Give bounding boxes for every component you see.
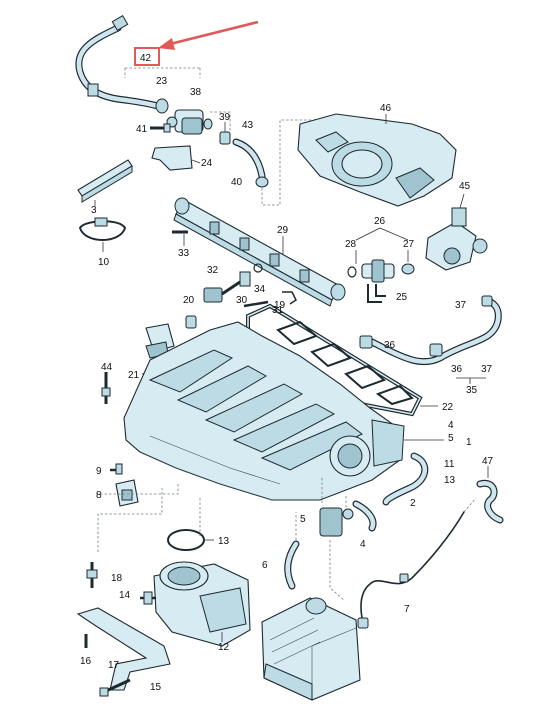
callout-45: 45 [459, 181, 471, 192]
callout-10: 10 [98, 257, 110, 268]
callout-42: 42 [140, 53, 152, 64]
bolt-19 [243, 300, 269, 308]
callout-18: 18 [111, 573, 123, 584]
bolt-9 [110, 463, 123, 475]
injector-26 [347, 227, 415, 283]
callout-22: 22 [442, 402, 454, 413]
callout-38: 38 [190, 87, 202, 98]
fuel-rail-29 [173, 197, 346, 307]
bolt-33 [172, 230, 188, 246]
callout-46: 46 [380, 103, 392, 114]
callout-4b: 4 [360, 539, 366, 550]
stud-18 [86, 562, 98, 588]
callout-16: 16 [80, 656, 92, 667]
callout-6: 6 [262, 560, 268, 571]
bolt-17 [99, 678, 131, 697]
callout-47: 47 [482, 456, 494, 467]
callout-4a: 4 [448, 420, 454, 431]
bolt-44 [101, 372, 111, 404]
callout-37a: 37 [455, 300, 467, 311]
intake-manifold [123, 321, 444, 501]
callout-26: 26 [374, 216, 386, 227]
callout-23: 23 [156, 76, 168, 87]
callout-35: 35 [466, 385, 478, 396]
highlight-box-42 [134, 47, 160, 66]
bracket-15 [76, 607, 171, 691]
callout-13b: 13 [218, 536, 230, 547]
hose-2 [382, 452, 429, 506]
callout-labels: 42 23 38 41 39 43 24 40 46 45 3 26 29 28… [80, 53, 494, 693]
callout-27: 27 [403, 239, 415, 250]
callout-44: 44 [101, 362, 113, 373]
callout-5b: 5 [300, 514, 306, 525]
clip-39 [219, 122, 231, 145]
callout-36a: 36 [384, 340, 396, 351]
hose-35 [359, 295, 502, 384]
callout-2: 2 [410, 498, 416, 509]
callout-1: 1 [466, 437, 472, 448]
callout-43: 43 [242, 120, 254, 131]
sensor-32 [203, 280, 241, 303]
hose-4 [352, 500, 377, 532]
seal-13 [167, 529, 205, 551]
callout-5a: 5 [448, 433, 454, 444]
callout-34: 34 [254, 284, 266, 295]
callout-31: 31 [272, 305, 284, 316]
hose-6 [284, 540, 300, 590]
callout-37b: 37 [481, 364, 493, 375]
callout-41: 41 [136, 124, 148, 135]
cover-46 [297, 113, 457, 207]
callout-17: 17 [108, 660, 120, 671]
sensor-20 [185, 315, 197, 329]
hose-43 [232, 138, 269, 188]
pump-45 [425, 193, 488, 271]
bolt-41 [150, 123, 171, 133]
callout-13a: 13 [444, 475, 456, 486]
callout-25: 25 [396, 292, 408, 303]
callout-29: 29 [277, 225, 289, 236]
callout-12: 12 [218, 642, 230, 653]
callout-11: 11 [444, 459, 455, 470]
callout-36b: 36 [451, 364, 463, 375]
callout-28: 28 [345, 239, 357, 250]
callout-8: 8 [96, 490, 102, 501]
valve-38 [166, 109, 213, 135]
clamp-10 [78, 217, 127, 252]
callout-7: 7 [404, 604, 410, 615]
callout-24: 24 [201, 158, 213, 169]
hose-47 [476, 466, 504, 524]
ring-34 [253, 263, 263, 273]
bolt-14 [140, 591, 156, 605]
callout-40: 40 [231, 177, 243, 188]
callout-39: 39 [219, 112, 231, 123]
throttle-body-12 [153, 561, 251, 647]
callout-19: 19 [274, 300, 286, 311]
sensor-30 [239, 271, 251, 287]
callout-9: 9 [96, 466, 102, 477]
callout-20: 20 [183, 295, 195, 306]
strip-3 [77, 159, 133, 206]
callout-3: 3 [91, 205, 97, 216]
air-filter-housing [261, 597, 361, 701]
callout-21: 21 [128, 370, 140, 381]
callout-15: 15 [150, 682, 162, 693]
valve-5 [319, 507, 354, 537]
callout-33: 33 [178, 248, 190, 259]
clip-31 [282, 291, 297, 305]
vacuum-hose-assembly [75, 14, 201, 114]
clip-25 [367, 284, 386, 303]
callout-30: 30 [236, 295, 248, 306]
line-7 [357, 511, 465, 629]
highlight-arrow [158, 20, 259, 50]
callout-32: 32 [207, 265, 219, 276]
callout-14: 14 [119, 590, 131, 601]
bracket-24 [151, 145, 201, 171]
sensor-8 [115, 479, 139, 507]
